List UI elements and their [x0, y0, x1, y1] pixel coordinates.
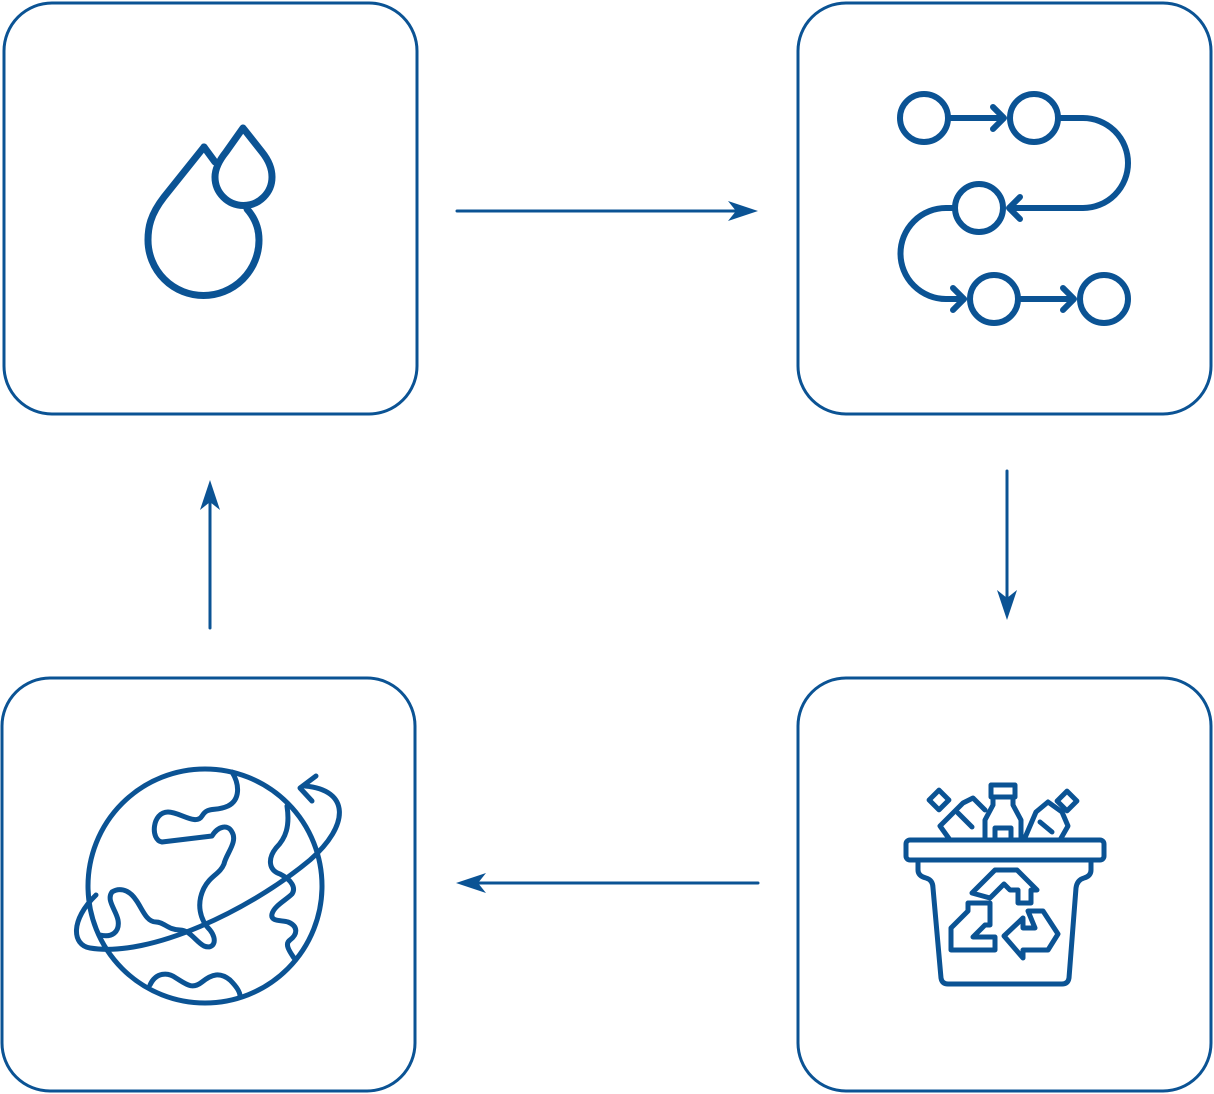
- node-earth-box: [0, 676, 417, 1093]
- earth-globe-icon: [74, 766, 342, 1006]
- node-recycle: [796, 676, 1213, 1093]
- node-recycle-box: [796, 676, 1213, 1093]
- process-flow-icon: [897, 91, 1131, 326]
- arrow-up-icon: [200, 480, 220, 510]
- arrow-down-icon: [997, 590, 1017, 620]
- arrow-left-icon: [456, 873, 486, 893]
- water-drops-icon: [144, 124, 276, 299]
- node-earth: [0, 676, 417, 1093]
- edge-process-to-recycle: [997, 469, 1017, 620]
- arrow-right-icon: [728, 201, 758, 221]
- node-water: [2, 1, 419, 416]
- node-water-box: [2, 1, 419, 416]
- node-process: [796, 1, 1213, 416]
- node-process-box: [796, 1, 1213, 416]
- recycling-bin-icon: [903, 782, 1107, 987]
- edge-water-to-process: [455, 201, 758, 221]
- edge-recycle-to-earth: [456, 873, 760, 893]
- edge-earth-to-water: [200, 480, 220, 630]
